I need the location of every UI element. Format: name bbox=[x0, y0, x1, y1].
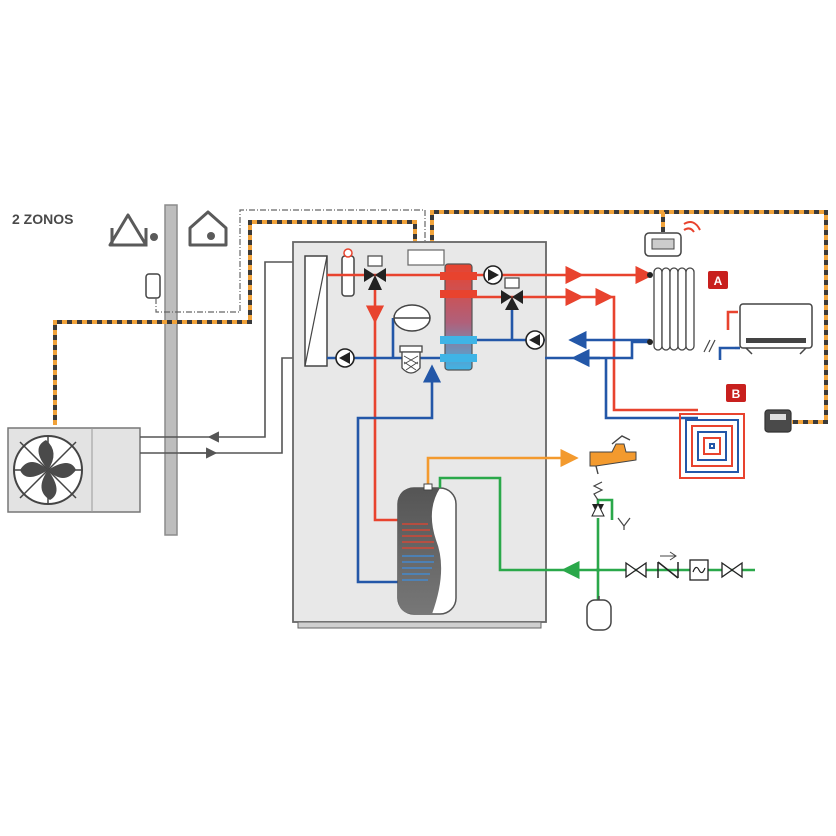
dhw-tank-icon bbox=[397, 483, 457, 615]
circulation-pump-icon bbox=[483, 265, 503, 285]
dhw-pipe bbox=[426, 448, 579, 490]
room-thermostat-icon bbox=[644, 232, 682, 257]
house-icon bbox=[108, 213, 158, 247]
heat-pump-outdoor-unit-icon bbox=[7, 427, 141, 513]
communication-cable bbox=[53, 210, 828, 425]
diagram-title: 2 ZONOS bbox=[12, 211, 73, 227]
circulation-pump-icon bbox=[525, 330, 545, 350]
wifi-icon bbox=[683, 221, 701, 233]
expansion-vessel-icon bbox=[586, 596, 612, 631]
zone-b-badge: B bbox=[726, 384, 746, 402]
building-wall bbox=[164, 204, 178, 536]
zone-a-label: A bbox=[714, 274, 723, 288]
hot-water-pipe bbox=[327, 265, 738, 522]
faucet-icon bbox=[589, 435, 637, 475]
pressure-reducer-icon bbox=[689, 559, 709, 581]
room-thermostat-icon bbox=[764, 409, 792, 433]
sensor-icon bbox=[145, 273, 161, 299]
three-way-valve-icon bbox=[364, 255, 386, 290]
shutoff-valve-icon bbox=[625, 561, 647, 579]
fan-coil-icon bbox=[703, 303, 813, 355]
fan-icon bbox=[13, 435, 83, 505]
house-icon bbox=[188, 210, 228, 247]
three-way-valve-icon bbox=[501, 277, 523, 310]
underfloor-heating-icon bbox=[679, 413, 745, 479]
filter-icon bbox=[399, 345, 423, 374]
radiator-icon bbox=[647, 265, 696, 351]
shutoff-valve-icon bbox=[721, 561, 743, 579]
indoor-unit bbox=[292, 241, 547, 629]
heat-exchanger-icon bbox=[304, 255, 328, 367]
backup-heater-icon bbox=[341, 248, 355, 297]
check-valve-icon bbox=[657, 551, 679, 579]
safety-valve-icon bbox=[591, 481, 631, 530]
zone-a-badge: A bbox=[708, 271, 728, 289]
circulation-pump-icon bbox=[335, 348, 355, 368]
expansion-vessel-icon bbox=[393, 304, 431, 332]
hydraulic-separator-icon bbox=[440, 263, 477, 371]
control-box bbox=[407, 249, 445, 266]
zone-b-label: B bbox=[732, 387, 741, 401]
